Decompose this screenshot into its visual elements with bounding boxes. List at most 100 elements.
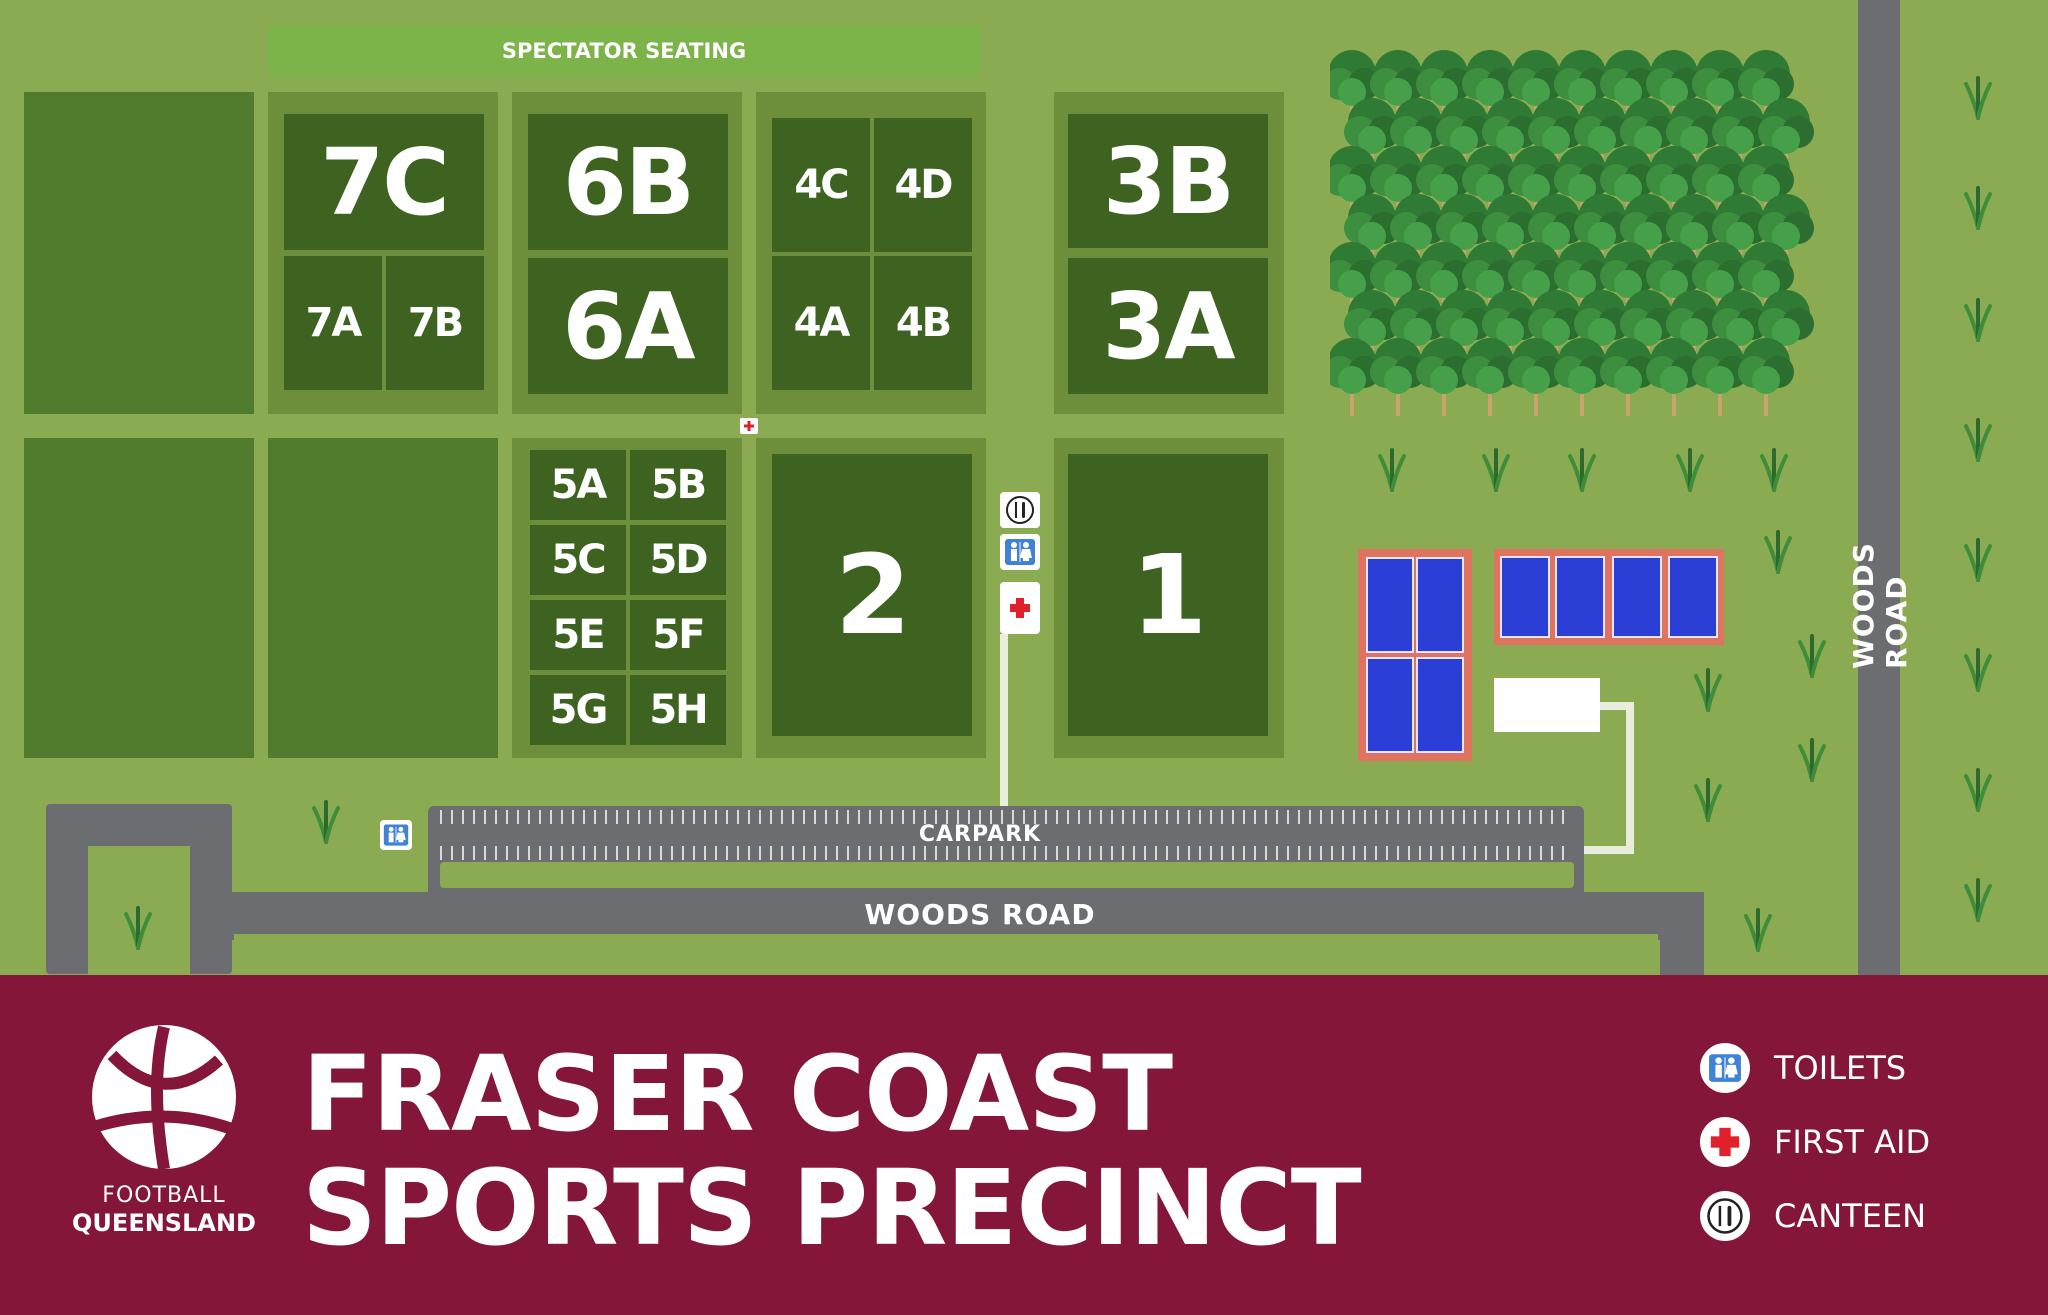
- legend-item-first-aid: FIRST AID: [1700, 1117, 1930, 1167]
- grass-tuft-icon: [1694, 668, 1722, 712]
- tree-icon: [1692, 338, 1748, 416]
- tree-icon: [1554, 50, 1610, 128]
- grass-tuft-icon: [1760, 448, 1788, 492]
- first-aid-icon: [740, 418, 758, 434]
- tree-icon: [1646, 338, 1702, 416]
- pitch-5D: 5D: [630, 525, 726, 595]
- tree-icon: [1692, 146, 1748, 224]
- grass-tuft-icon: [1964, 418, 1992, 462]
- tree-icon: [1482, 98, 1538, 176]
- pitch-4C: 4C: [772, 118, 870, 252]
- tree-icon: [1554, 338, 1610, 416]
- tree-icon: [1758, 290, 1814, 368]
- tree-icon: [1462, 338, 1518, 416]
- tree-icon: [1712, 194, 1768, 272]
- tree-icon: [1508, 50, 1564, 128]
- pitch-6A: 6A: [528, 258, 728, 394]
- tree-icon: [1574, 98, 1630, 176]
- pitch-5B: 5B: [630, 450, 726, 520]
- toilets-icon: [1000, 534, 1040, 570]
- tree-icon: [1692, 242, 1748, 320]
- tree-icon: [1508, 146, 1564, 224]
- tree-icon: [1330, 50, 1380, 128]
- pitch-4A: 4A: [772, 256, 870, 390]
- tree-icon: [1390, 98, 1446, 176]
- grass-tuft-icon: [1964, 648, 1992, 692]
- pitch-1: 1: [1068, 454, 1268, 736]
- pitch-5E: 5E: [530, 600, 626, 670]
- tree-icon: [1528, 290, 1584, 368]
- tree-icon: [1666, 98, 1722, 176]
- tree-icon: [1344, 290, 1400, 368]
- court: [1612, 556, 1662, 638]
- tree-icon: [1646, 146, 1702, 224]
- title-line-2: SPORTS PRECINCT: [302, 1147, 1362, 1269]
- court: [1500, 556, 1550, 638]
- tree-icon: [1344, 194, 1400, 272]
- tree-icon: [1528, 98, 1584, 176]
- court: [1416, 557, 1464, 653]
- court: [1366, 657, 1414, 753]
- grass-tuft-icon: [1482, 448, 1510, 492]
- grass-tuft-icon: [1378, 448, 1406, 492]
- logo-line-1: FOOTBALL: [102, 1183, 226, 1208]
- tree-icon: [1528, 194, 1584, 272]
- pitch-5A: 5A: [530, 450, 626, 520]
- spectator-seating-label: SPECTATOR SEATING: [501, 39, 747, 63]
- canteen-icon: [1000, 492, 1040, 528]
- grass-tuft-icon: [1964, 538, 1992, 582]
- tree-icon: [1482, 194, 1538, 272]
- tree-icon: [1416, 242, 1472, 320]
- tree-icon: [1344, 98, 1400, 176]
- title-banner: FOOTBALL QUEENSLAND FRASER COAST SPORTS …: [0, 975, 2048, 1315]
- footpath: [1000, 634, 1008, 812]
- grass-tuft-icon: [1964, 878, 1992, 922]
- toilets-icon: [1700, 1043, 1750, 1093]
- football-queensland-logo: FOOTBALL QUEENSLAND: [64, 1015, 264, 1245]
- tree-icon: [1462, 50, 1518, 128]
- canteen-icon: [1700, 1191, 1750, 1241]
- legend-item-toilets: TOILETS: [1700, 1043, 1906, 1093]
- tree-icon: [1482, 290, 1538, 368]
- tree-icon: [1390, 194, 1446, 272]
- pitch-4B: 4B: [874, 256, 972, 390]
- grass-tuft-icon: [1964, 76, 1992, 120]
- legend-item-canteen: CANTEEN: [1700, 1191, 1926, 1241]
- tree-icon: [1600, 50, 1656, 128]
- court: [1366, 557, 1414, 653]
- pitch-3B: 3B: [1068, 114, 1268, 248]
- tree-icon: [1712, 290, 1768, 368]
- grass-tuft-icon: [1798, 634, 1826, 678]
- tree-icon: [1574, 194, 1630, 272]
- footpath: [1626, 702, 1634, 852]
- tree-icon: [1436, 98, 1492, 176]
- court: [1416, 657, 1464, 753]
- grass-tuft-icon: [1964, 768, 1992, 812]
- legend-label-toilets: TOILETS: [1774, 1049, 1907, 1087]
- pitch-7A: 7A: [284, 256, 382, 390]
- spectator-seating: SPECTATOR SEATING: [268, 25, 980, 77]
- access-road: [1660, 892, 1704, 975]
- tree-icon: [1390, 290, 1446, 368]
- toilets-icon: [380, 820, 412, 850]
- precinct-map: SPECTATOR SEATING 7C 7A 7B 6B 6A 5A 5B 5…: [24, 0, 1992, 975]
- pitch-5C: 5C: [530, 525, 626, 595]
- tree-icon: [1666, 290, 1722, 368]
- tree-icon: [1738, 146, 1794, 224]
- tree-icon: [1330, 146, 1380, 224]
- tree-icon: [1620, 98, 1676, 176]
- grass-verge: [234, 934, 1658, 975]
- tree-icon: [1574, 290, 1630, 368]
- tree-icon: [1600, 242, 1656, 320]
- empty-field: [24, 92, 254, 414]
- pitch-5G: 5G: [530, 675, 626, 745]
- tree-icon: [1436, 194, 1492, 272]
- tree-icon: [1712, 98, 1768, 176]
- woods-road-horizontal-label: WOODS ROAD: [864, 897, 1096, 931]
- tree-icon: [1600, 338, 1656, 416]
- court: [1555, 556, 1605, 638]
- tree-icon: [1738, 338, 1794, 416]
- tree-icon: [1370, 50, 1426, 128]
- legend-label-first-aid: FIRST AID: [1774, 1123, 1931, 1161]
- tree-icon: [1330, 242, 1380, 320]
